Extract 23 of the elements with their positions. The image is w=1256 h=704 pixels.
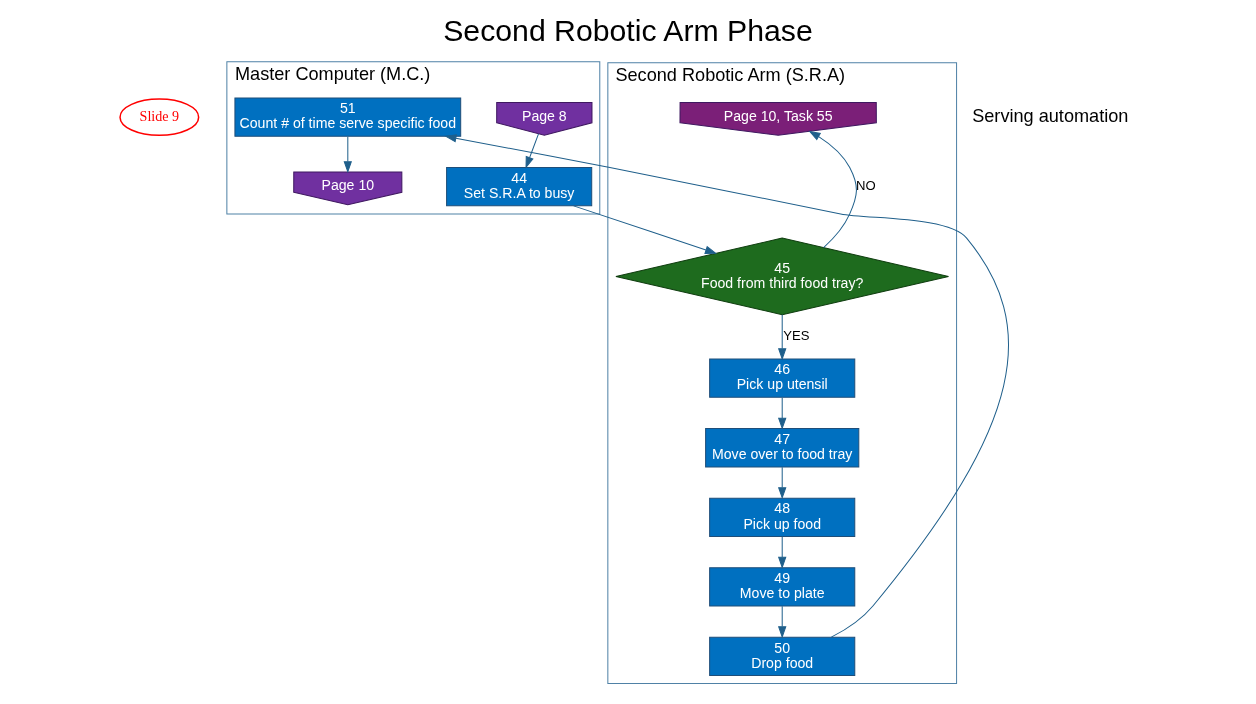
arrow	[777, 536, 787, 569]
arrow	[573, 205, 718, 254]
arrow	[777, 466, 787, 500]
node-box: 47 Move over to food tray	[705, 428, 860, 468]
edge-label: YES	[783, 328, 810, 344]
node-box: 49 Move to plate	[709, 567, 856, 607]
diagram-title: Second Robotic Arm Phase	[443, 13, 813, 47]
node-diamond: 45 Food from third food tray?	[615, 237, 949, 316]
arrow	[444, 134, 1009, 638]
arrow	[777, 397, 787, 430]
node-box: 44 Set S.R.A to busy	[446, 167, 593, 207]
node-box: 46 Pick up utensil	[709, 358, 856, 398]
arrow	[777, 314, 787, 361]
label: Serving automation	[972, 105, 1129, 126]
node-ellipse: Slide 9	[119, 98, 200, 137]
arrow	[808, 130, 857, 249]
arrow	[525, 133, 539, 169]
arrow	[343, 136, 353, 174]
node-box: 48 Pick up food	[709, 497, 856, 537]
edge-label: NO	[856, 178, 876, 194]
arrow	[777, 605, 787, 639]
node-box: 50 Drop food	[709, 636, 856, 677]
node-box: 51 Count # of time serve specific food	[234, 97, 462, 137]
